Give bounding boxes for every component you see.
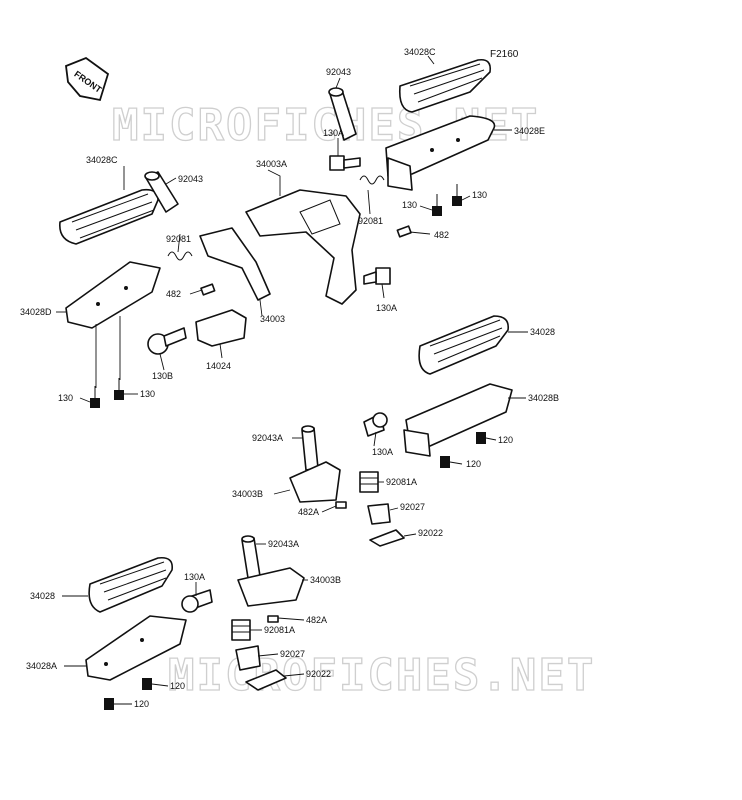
bolt-130a-top: [329, 155, 361, 171]
label-92043-left: 92043: [178, 174, 203, 184]
label-34028: 34028: [530, 327, 555, 337]
pin-92043-top: [328, 87, 357, 141]
label-34028-bottom: 34028: [30, 591, 55, 601]
label-34028d: 34028D: [20, 307, 52, 317]
spring-92081a-mid: [359, 471, 379, 493]
clip-482-right: [396, 225, 412, 238]
label-92022-bottom: 92022: [306, 669, 331, 679]
bolt-120-c: [142, 678, 152, 690]
label-92081-right: 92081: [358, 216, 383, 226]
label-92027-mid: 92027: [400, 502, 425, 512]
clip-482a-mid: [335, 501, 347, 509]
label-120-d: 120: [134, 699, 149, 709]
label-120-a: 120: [498, 435, 513, 445]
label-92081a-mid: 92081A: [386, 477, 417, 487]
bolt-130a-bottom: [181, 589, 213, 613]
label-34028c-left: 34028C: [86, 155, 118, 165]
footrest-rubber-34028c-top: [398, 58, 492, 113]
clip-482a-bottom: [267, 615, 279, 623]
clip-482-left: [200, 283, 216, 296]
label-14024: 14024: [206, 361, 231, 371]
bolt-120-a: [476, 432, 486, 444]
label-34003: 34003: [260, 314, 285, 324]
watermark-bottom: MICROFICHES.NET: [168, 650, 595, 701]
footrest-34028a: [85, 615, 187, 681]
bolt-130-left-1: [90, 386, 100, 408]
label-34028c-top: 34028C: [404, 47, 436, 57]
label-34028e: 34028E: [514, 126, 545, 136]
label-130b: 130B: [152, 371, 173, 381]
bolt-130b: [147, 327, 187, 355]
footrest-rubber-34028c-left: [59, 188, 159, 245]
footrest-rubber-34028-bottom: [88, 556, 174, 613]
bracket-14024: [195, 309, 247, 347]
label-482a-mid: 482A: [298, 507, 319, 517]
label-482-left: 482: [166, 289, 181, 299]
figure-code: F2160: [490, 49, 519, 60]
label-92022-mid: 92022: [418, 528, 443, 538]
bracket-34003b-mid: [289, 461, 341, 503]
bracket-34003b-bottom: [237, 567, 305, 607]
bolt-130-right-2: [432, 194, 442, 216]
label-34003a: 34003A: [256, 159, 287, 169]
label-92027-bottom: 92027: [280, 649, 305, 659]
spring-92081-right: [359, 175, 385, 185]
label-120-b: 120: [466, 459, 481, 469]
bolt-120-b: [440, 456, 450, 468]
bolt-130-left-2: [114, 378, 124, 400]
plate-92022-mid: [369, 529, 405, 547]
label-34003b-mid: 34003B: [232, 489, 263, 499]
pin-92043a-bottom: [241, 535, 261, 579]
label-92081a-bottom: 92081A: [264, 625, 295, 635]
front-arrow-icon: FRONT: [65, 56, 110, 102]
label-130a-right: 130A: [376, 303, 397, 313]
label-34028a: 34028A: [26, 661, 57, 671]
spring-92081a-bottom: [231, 619, 251, 641]
leader-lines: [56, 55, 528, 705]
bolt-120-d: [104, 698, 114, 710]
footrest-34028d: [65, 261, 161, 329]
label-92043a-bottom: 92043A: [268, 539, 299, 549]
label-130a-mid: 130A: [372, 447, 393, 457]
bolt-130-right-1: [452, 184, 462, 206]
label-130-r2: 130: [402, 200, 417, 210]
bolt-130a-right: [363, 267, 391, 285]
stopper-92027-bottom: [235, 645, 261, 671]
bolt-130a-mid: [363, 412, 388, 437]
bracket-34003: [199, 227, 271, 301]
label-130-left-1: 130: [58, 393, 73, 403]
label-130a-bottom: 130A: [184, 572, 205, 582]
label-34003b-bottom: 34003B: [310, 575, 341, 585]
bracket-34003a: [245, 189, 361, 305]
plate-92022-bottom: [245, 669, 287, 691]
label-34028b: 34028B: [528, 393, 559, 403]
label-130-r1: 130: [472, 190, 487, 200]
pin-92043a-mid: [301, 425, 319, 471]
pin-92043-left: [144, 171, 179, 213]
label-130a-top: 130A: [323, 128, 344, 138]
label-92043a-mid: 92043A: [252, 433, 283, 443]
footrest-rubber-34028: [418, 315, 510, 375]
label-482-right: 482: [434, 230, 449, 240]
label-92081-left: 92081: [166, 234, 191, 244]
footrest-34028e: [385, 115, 496, 191]
stopper-92027-mid: [367, 503, 391, 525]
label-482a-bottom: 482A: [306, 615, 327, 625]
label-92043-top: 92043: [326, 67, 351, 77]
label-130-left-2: 130: [140, 389, 155, 399]
spring-92081-left: [167, 251, 193, 261]
footrest-34028b: [403, 383, 513, 457]
label-120-c: 120: [170, 681, 185, 691]
